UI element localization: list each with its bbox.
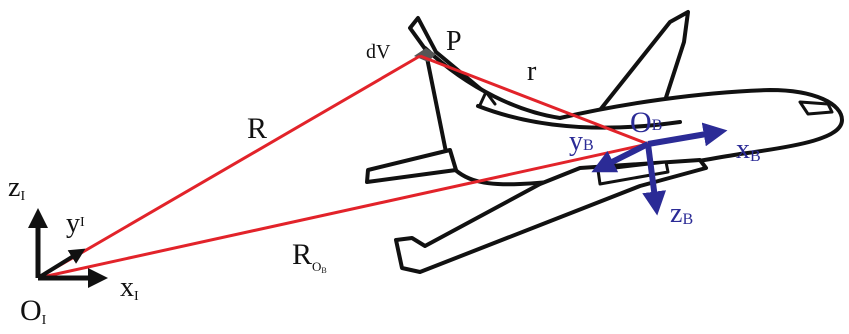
label-y-body: yB [569,126,594,157]
aircraft-horizontal-tail [365,148,458,184]
label-x-body: xB [736,134,761,165]
axis-z-body [642,143,667,216]
inertial-frame-axes [28,208,108,288]
label-o-body: OB [630,106,662,139]
label-z-inertial: zI [8,172,25,204]
label-o-inertial: OI [20,294,47,328]
aircraft-lower-wing [394,158,708,274]
vector-R-OB [37,142,649,280]
aircraft-cockpit-window [798,100,834,116]
aircraft-dorsal-detail [478,90,497,107]
axis-y-inertial [36,248,86,280]
label-p: P [446,26,462,57]
axis-y-body [591,141,650,173]
label-r-small: r [527,56,537,87]
label-z-body: zB [670,198,693,229]
aircraft [365,10,844,274]
label-dv: dV [366,41,391,63]
label-R-OB: ROB [292,238,327,275]
vector-R [37,54,421,280]
position-vectors [37,54,649,280]
aircraft-fuselage [423,46,844,187]
label-x-inertial: xI [120,272,139,304]
body-frame-axes [591,122,728,216]
label-y-inertial: yI [66,208,85,239]
label-R: R [247,112,267,145]
axis-x-body [647,122,728,147]
vector-r [419,54,649,146]
aircraft-spine [476,104,682,130]
